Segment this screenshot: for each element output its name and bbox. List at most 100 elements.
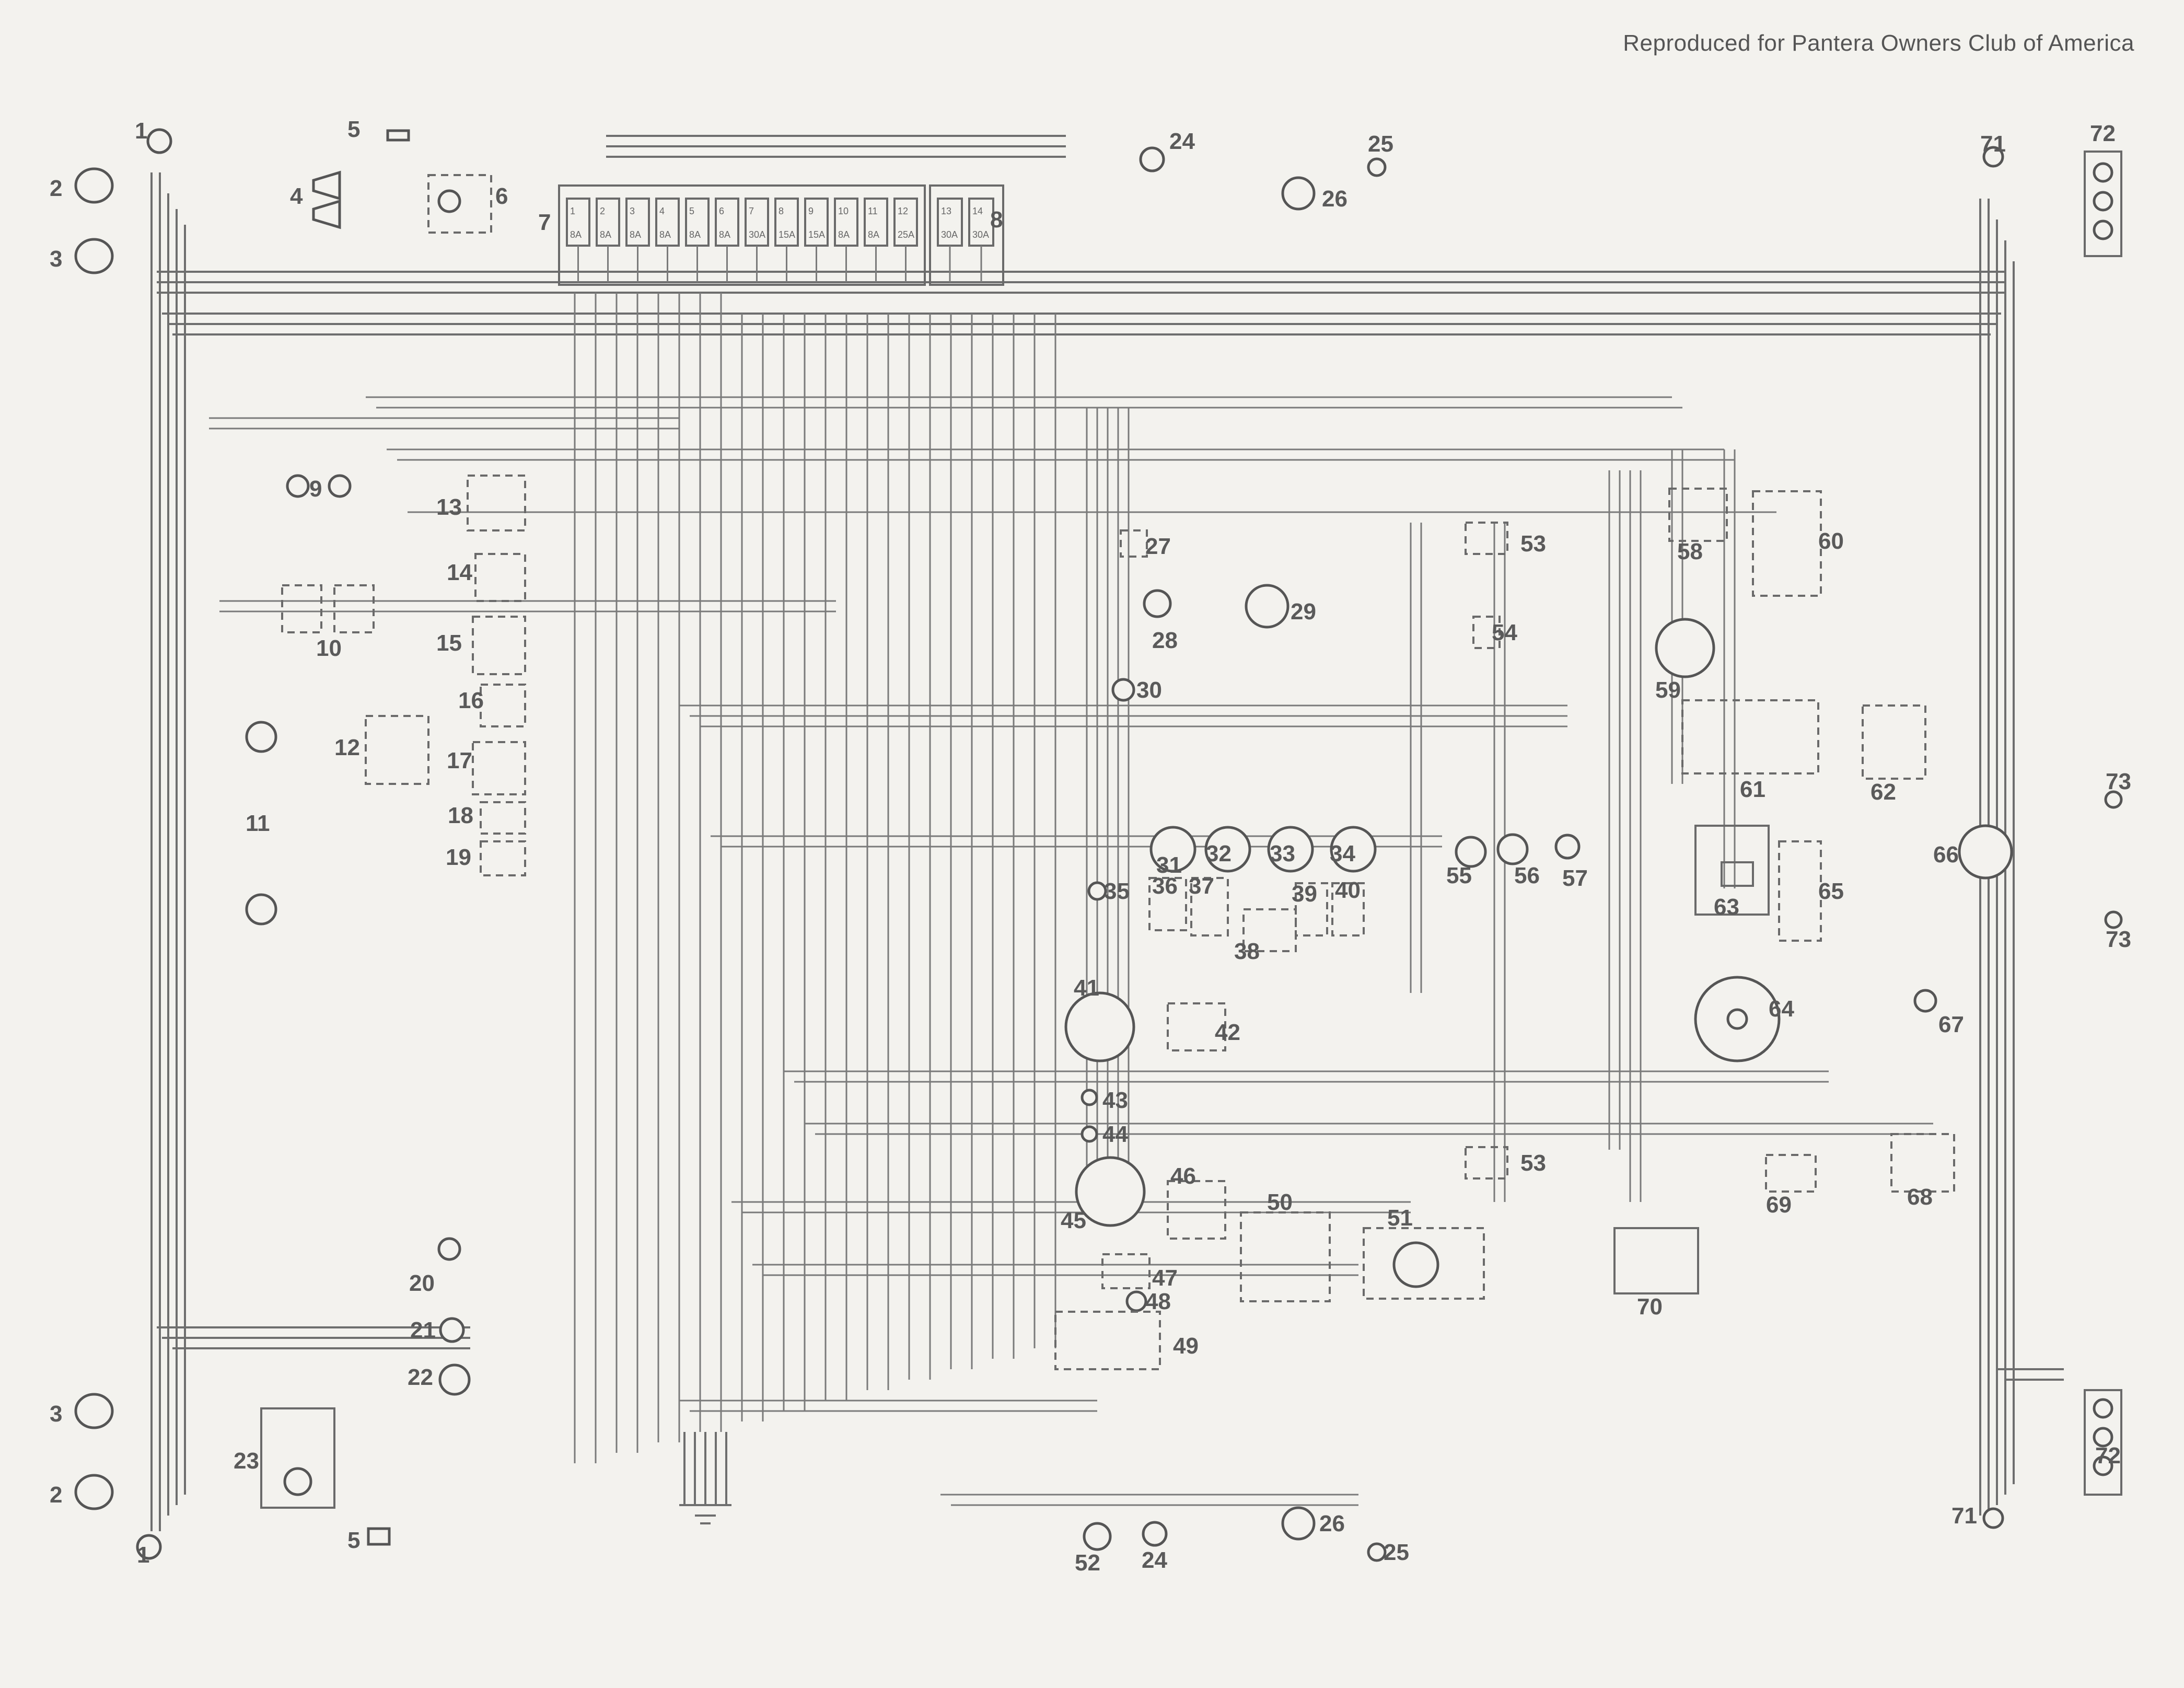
component-label-c71a: 71 [1980,131,2006,157]
left-fuse-number: 2 [600,206,605,216]
component-label-c3b: 3 [50,1401,62,1427]
component-label-c15: 15 [436,630,462,656]
component-label-c57: 57 [1562,865,1588,891]
component-label-c7: 7 [538,210,551,235]
left-fuse-number: 8 [779,206,784,216]
left-fuse-number: 6 [719,206,724,216]
component-label-c19: 19 [446,845,471,870]
component-label-c40: 40 [1335,877,1361,903]
left-fuse-rating: 15A [779,229,795,240]
left-fuse-number: 3 [630,206,635,216]
component-label-c35: 35 [1104,878,1130,904]
left-fuse-number: 12 [898,206,908,216]
component-label-c60: 60 [1818,528,1844,554]
component-label-c72a: 72 [2090,121,2116,146]
component-label-c39: 39 [1292,881,1317,907]
component-label-c41: 41 [1074,975,1099,1001]
component-label-c68: 68 [1907,1184,1933,1210]
component-label-c30: 30 [1136,677,1162,703]
left-fuse-number: 4 [659,206,665,216]
component-label-c56: 56 [1514,863,1540,888]
component-label-c12: 12 [334,735,360,760]
component-label-c28: 28 [1152,628,1178,653]
left-fuse-rating: 8A [838,229,850,240]
component-label-c26b: 26 [1319,1511,1345,1536]
component-label-c26a: 26 [1322,186,1347,212]
left-fuse-rating: 15A [808,229,825,240]
component-label-c11: 11 [246,811,270,836]
component-label-c6: 6 [495,183,508,209]
component-label-c4: 4 [290,183,303,209]
component-label-c53b: 53 [1520,1150,1546,1176]
left-fuse-rating: 25A [898,229,914,240]
component-label-c29: 29 [1291,599,1316,625]
component-label-c48: 48 [1145,1289,1171,1314]
component-label-c5a: 5 [347,117,360,142]
component-label-c54: 54 [1492,620,1517,645]
component-label-c2a: 2 [50,176,62,201]
component-label-c1b: 1 [137,1542,149,1568]
left-fuse-rating: 8A [719,229,730,240]
component-label-c18: 18 [448,803,473,828]
component-label-c9: 9 [309,476,322,502]
component-label-c67: 67 [1938,1012,1964,1037]
component-label-c1a: 1 [135,118,147,144]
component-label-c17: 17 [447,748,472,773]
component-label-c25a: 25 [1368,131,1393,157]
component-symbols [74,128,2123,1562]
left-fuse-number: 7 [749,206,754,216]
component-label-c59: 59 [1655,677,1681,703]
left-fuse-number: 5 [689,206,694,216]
left-fuse-number: 11 [868,206,878,216]
left-fuse-rating: 30A [749,229,765,240]
right-fuse-number: 14 [972,206,983,216]
component-label-c13: 13 [436,494,462,520]
component-label-c55: 55 [1446,863,1472,888]
component-label-c43: 43 [1102,1088,1128,1113]
left-fuse-number: 9 [808,206,814,216]
component-label-c42: 42 [1215,1020,1240,1045]
left-fuse-rating: 8A [600,229,611,240]
component-label-c33: 33 [1270,841,1295,866]
component-label-c44: 44 [1102,1122,1128,1147]
credit-line: Reproduced for Pantera Owners Club of Am… [1623,30,2134,56]
component-label-c51: 51 [1387,1205,1413,1231]
component-label-c27: 27 [1145,534,1171,559]
component-label-c37: 37 [1189,873,1214,899]
component-label-c53a: 53 [1520,531,1546,557]
component-label-c8: 8 [990,207,1003,233]
right-fuse-rating: 30A [972,229,989,240]
component-label-c50: 50 [1267,1189,1293,1215]
left-fuse-rating: 8A [630,229,641,240]
component-label-c16: 16 [458,688,484,713]
component-label-c5b: 5 [347,1528,360,1553]
component-label-c25b: 25 [1384,1540,1409,1565]
component-label-c24a: 24 [1169,129,1195,154]
left-fuse-number: 1 [570,206,575,216]
component-label-c52: 52 [1075,1550,1100,1576]
component-label-c65: 65 [1818,878,1844,904]
fuse-box-7: 18A28A38A48A58A68A730A815A915A108A118A12… [558,184,926,286]
left-fuse-number: 10 [838,206,849,216]
component-label-c36: 36 [1152,873,1178,899]
component-label-c69: 69 [1766,1192,1792,1218]
component-label-c14: 14 [447,560,472,585]
left-fuse-rating: 8A [689,229,701,240]
component-label-c23: 23 [234,1448,259,1474]
component-label-c62: 62 [1871,779,1896,805]
component-label-c66: 66 [1933,842,1959,868]
component-label-c73a: 73 [2106,769,2131,794]
wiring-harness [150,135,2064,1531]
left-fuse-rating: 8A [868,229,879,240]
component-label-c3a: 3 [50,246,62,272]
component-label-c22: 22 [408,1365,433,1390]
component-label-c32: 32 [1206,841,1232,866]
component-label-c61: 61 [1740,777,1765,802]
component-label-c31: 31 [1156,852,1182,878]
component-label-c38: 38 [1234,939,1260,964]
component-label-c46: 46 [1170,1163,1196,1189]
